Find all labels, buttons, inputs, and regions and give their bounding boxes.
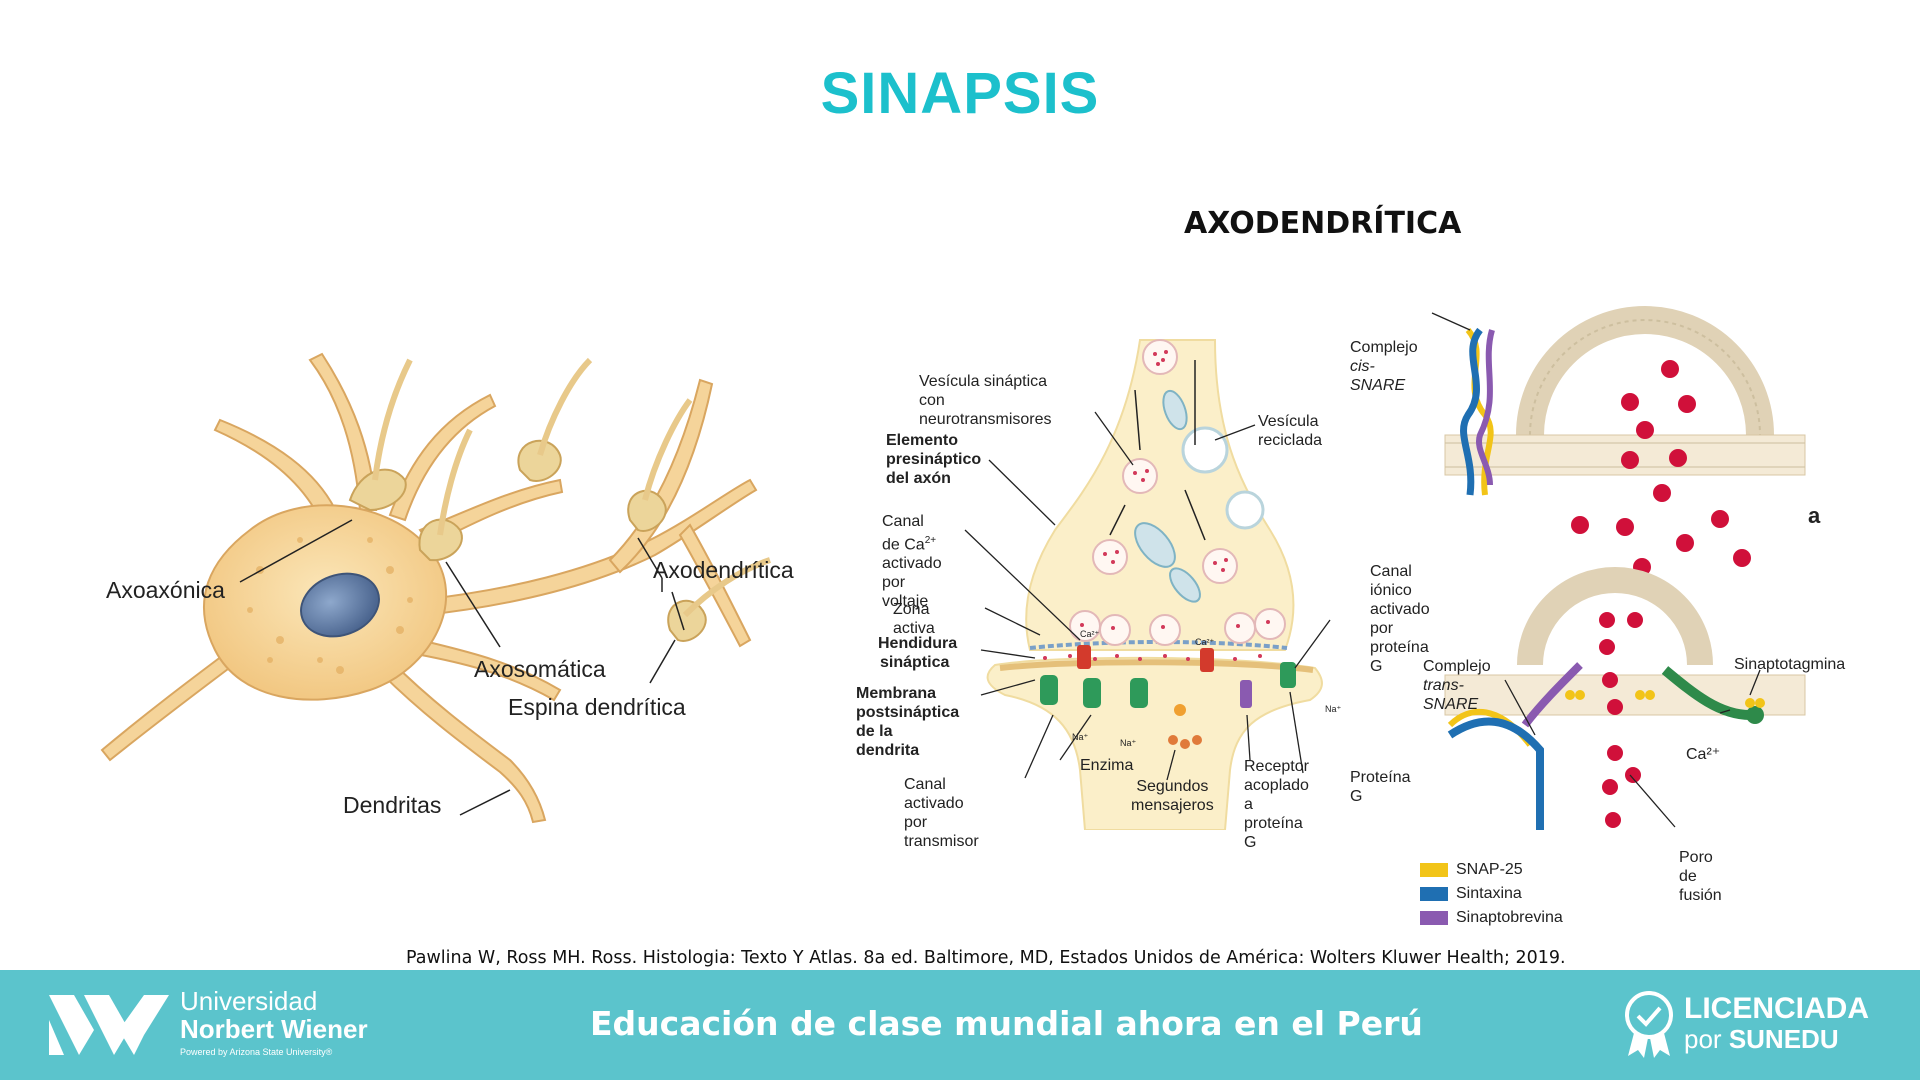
panel-b: b [1444, 567, 1806, 830]
transmitter-channel [1083, 678, 1101, 708]
university-logo-icon [49, 995, 169, 1055]
licenciada-label: LICENCIADA [1684, 992, 1869, 1025]
axosomatic-terminal [418, 518, 463, 562]
label-sinaptotagmina: Sinaptotagmina [1734, 656, 1846, 673]
label-elemento-3: del axón [886, 470, 951, 487]
legend-label: SNAP-25 [1456, 861, 1523, 878]
label-canal-transmisor-2: por transmisor [904, 814, 979, 850]
footer-banner: Universidad Norbert Wiener Powered by Ar… [0, 970, 1920, 1080]
label-canal-ca: Canal de Ca [882, 513, 925, 554]
legend-swatch [1420, 911, 1448, 925]
label-vesicula: Vesícula sináptica [919, 373, 1048, 390]
label-elemento: Elemento [886, 432, 959, 449]
label-axodendritica: Axodendrítica [653, 557, 794, 583]
label-enzima: Enzima [1080, 757, 1134, 774]
legend-swatch [1420, 863, 1448, 877]
axodendritic-terminal [627, 489, 667, 532]
university-name-line1: Universidad [180, 986, 318, 1016]
label-receptor-2: acoplado [1244, 777, 1309, 794]
label-membrana-2: postsináptica [856, 704, 960, 721]
legend-label: Sintaxina [1456, 885, 1522, 902]
label-segundos: Segundos [1136, 778, 1209, 795]
page-title: SINAPSIS [820, 61, 1100, 126]
axodendritic-terminal [517, 439, 562, 482]
label-proteina-g: Proteína G [1350, 769, 1411, 805]
label-canal-ionico-2: activado por [1370, 601, 1430, 637]
label-membrana: Membrana [856, 685, 937, 702]
synapse-illustration [964, 339, 1331, 830]
snare-legend: SNAP-25 Sintaxina Sinaptobrevina [1420, 858, 1563, 930]
footer-slogan: Educación de clase mundial ahora en el P… [590, 1004, 1423, 1043]
label-vesicula-2: con neurotransmisores [919, 392, 1052, 428]
label-canal-ionico: Canal iónico [1370, 563, 1412, 599]
legend-label: Sinaptobrevina [1456, 909, 1563, 926]
panel-a-letter: a [1808, 503, 1821, 528]
legend-item: Sintaxina [1420, 882, 1563, 906]
panel-a: a [1431, 306, 1821, 576]
label-canal-ca-sup: 2+ [924, 535, 937, 546]
label-na-2: Na⁺ [1120, 738, 1137, 748]
sunedu-por: por [1684, 1024, 1729, 1054]
sunedu-name: SUNEDU [1728, 1024, 1839, 1054]
label-na-1: Na⁺ [1072, 732, 1089, 742]
enzyme [1174, 704, 1186, 716]
section-subtitle: AXODENDRÍTICA [1184, 206, 1462, 241]
legend-swatch [1420, 887, 1448, 901]
label-canal-ionico-3: proteína G [1370, 639, 1429, 675]
legend-item: Sinaptobrevina [1420, 906, 1563, 930]
label-vesicula-reciclada: Vesícula reciclada [1258, 413, 1323, 449]
label-dendritas: Dendritas [343, 792, 442, 818]
sunedu-seal-icon [1625, 991, 1673, 1058]
sunedu-label: por SUNEDU [1684, 1024, 1839, 1055]
label-trans-2: trans-SNARE [1423, 677, 1479, 713]
label-cis-1: Complejo [1350, 339, 1418, 356]
label-poro-fusion: Poro de fusión [1679, 849, 1722, 904]
gprotein-ion-channel [1280, 662, 1296, 688]
university-powered-by: Powered by Arizona State University® [180, 1047, 333, 1057]
citation: Pawlina W, Ross MH. Ross. Histologia: Te… [406, 948, 1566, 968]
label-segundos-2: mensajeros [1131, 797, 1214, 814]
label-hendidura: Hendidura [878, 635, 958, 652]
legend-item: SNAP-25 [1420, 858, 1563, 882]
label-elemento-2: presináptico [886, 451, 982, 468]
gprotein-receptor [1240, 680, 1252, 708]
postsynaptic-dendrite [986, 656, 1323, 830]
label-cis-2: cis-SNARE [1350, 358, 1406, 394]
spine-terminal [667, 599, 707, 642]
label-trans-1: Complejo [1423, 658, 1491, 675]
nucleus [300, 572, 380, 638]
label-membrana-3: de la dendrita [856, 723, 920, 759]
transmitter-channel [1130, 678, 1148, 708]
axoaxonic-terminal [348, 468, 407, 512]
snare-panels: a b [1431, 306, 1821, 830]
label-zona-activa: Zona activa [893, 601, 935, 637]
ca-channel [1077, 645, 1091, 669]
label-canal-ca-3: por voltaje [882, 574, 929, 611]
label-hendidura-2: sináptica [880, 654, 950, 671]
label-na-3: Na⁺ [1325, 704, 1342, 714]
label-axoaxonica: Axoaxónica [106, 577, 225, 603]
label-ca-small-2: Ca²⁺ [1195, 637, 1215, 647]
university-name-line2: Norbert Wiener [180, 1014, 368, 1044]
label-receptor-3: a proteína G [1244, 796, 1303, 851]
label-canal-transmisor: Canal activado [904, 776, 964, 812]
transmitter-channel [1040, 675, 1058, 705]
label-receptor: Receptor [1244, 758, 1309, 775]
label-ca-small-1: Ca²⁺ [1080, 629, 1100, 639]
label-axosomatica: Axosomática [474, 656, 606, 682]
neuron-illustration [100, 352, 771, 824]
label-canal-ca-2: activado [882, 555, 942, 573]
second-messengers [1168, 735, 1202, 749]
ca-channel [1200, 648, 1214, 672]
label-ca-b: Ca²⁺ [1686, 746, 1721, 763]
label-espina-dendritica: Espina dendrítica [508, 694, 686, 720]
